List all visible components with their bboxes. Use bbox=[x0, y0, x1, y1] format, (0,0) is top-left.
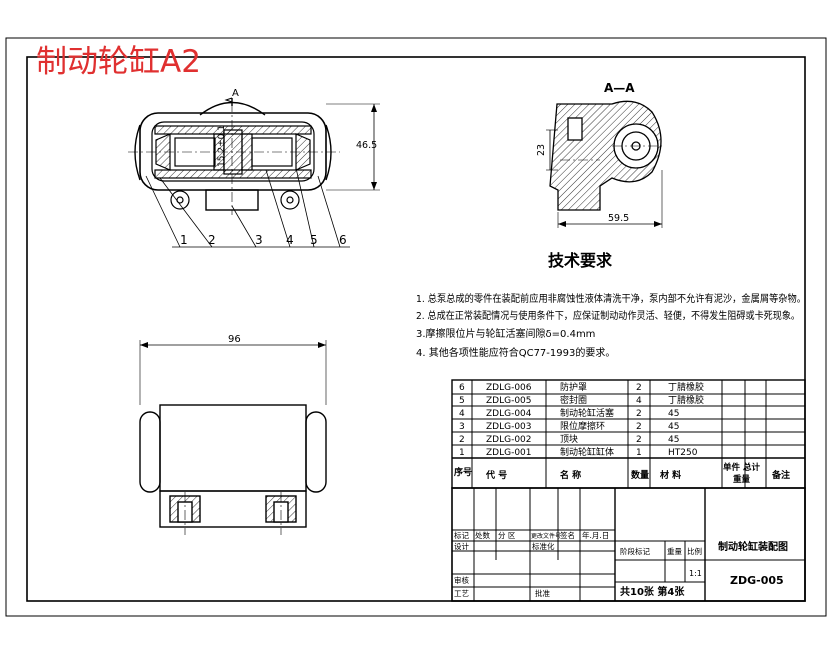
title-block-text: 标记 处数 分 区 更改文件号 签名 年.月.日 设计 标准化 审核 工艺 批准… bbox=[454, 530, 788, 598]
parts-cell-no: 2 bbox=[459, 435, 465, 445]
parts-cell-code: ZDLG-002 bbox=[486, 435, 532, 445]
tb-weight: 重量 bbox=[667, 547, 682, 556]
parts-cell-no: 1 bbox=[459, 448, 465, 458]
parts-cell-qty: 2 bbox=[636, 422, 642, 432]
hdr-material: 材 料 bbox=[659, 469, 681, 481]
tb-approve: 批准 bbox=[535, 588, 550, 598]
parts-cell-name: 防护罩 bbox=[560, 381, 587, 393]
hdr-code: 代 号 bbox=[485, 469, 507, 481]
dim-small: 15.2±0.1 bbox=[217, 125, 227, 167]
callout-2: 2 bbox=[208, 233, 216, 247]
tb-design: 设计 bbox=[454, 541, 469, 551]
parts-cell-no: 4 bbox=[459, 409, 465, 419]
parts-cell-qty: 4 bbox=[636, 396, 642, 406]
tech-item-1: 1. 总泵总成的零件在装配前应用非腐蚀性液体清洗干净，泵内部不允许有泥沙，金属屑… bbox=[416, 292, 806, 305]
callout-5: 5 bbox=[310, 233, 318, 247]
dim-96: 96 bbox=[228, 334, 241, 345]
parts-list bbox=[451, 379, 806, 489]
main-section-view: A bbox=[128, 88, 380, 248]
top-view bbox=[139, 340, 327, 535]
parts-cell-material: 丁腈橡胶 bbox=[668, 381, 704, 393]
tb-drawing-name: 制动轮缸装配图 bbox=[718, 540, 788, 553]
parts-cell-material: 45 bbox=[668, 409, 679, 419]
callout-3: 3 bbox=[255, 233, 263, 247]
tb-review: 审核 bbox=[454, 575, 469, 585]
parts-cell-qty: 1 bbox=[636, 448, 642, 458]
parts-cell-no: 3 bbox=[459, 422, 465, 432]
tb-label-date: 年.月.日 bbox=[582, 530, 609, 540]
hdr-weight2: 重量 bbox=[733, 474, 751, 485]
parts-cell-name: 制动轮缸缸体 bbox=[560, 446, 614, 458]
tb-sheets: 共10张 第4张 bbox=[620, 585, 685, 598]
parts-cell-code: ZDLG-005 bbox=[486, 396, 532, 406]
parts-cell-qty: 2 bbox=[636, 383, 642, 393]
dim-23: 23 bbox=[536, 144, 547, 156]
parts-cell-name: 制动轮缸活塞 bbox=[560, 407, 614, 419]
section-aa-view bbox=[546, 100, 663, 228]
inner-frame bbox=[26, 56, 806, 602]
hdr-remark: 备注 bbox=[771, 469, 790, 481]
tb-process: 工艺 bbox=[454, 589, 469, 598]
tb-label-mark: 标记 bbox=[454, 530, 469, 540]
title-block bbox=[451, 487, 806, 602]
callout-numbers: 1 2 3 4 5 6 bbox=[180, 233, 347, 247]
callout-4: 4 bbox=[286, 233, 294, 247]
tech-item-3: 3.摩擦限位片与轮缸活塞间隙δ=0.4mm bbox=[416, 327, 595, 340]
parts-cell-code: ZDLG-004 bbox=[486, 409, 532, 419]
dim-59-5: 59.5 bbox=[608, 213, 629, 224]
parts-cell-name: 限位摩擦环 bbox=[560, 420, 605, 432]
tech-heading: 技术要求 bbox=[548, 251, 613, 270]
parts-cell-code: ZDLG-006 bbox=[486, 383, 532, 393]
parts-cell-qty: 2 bbox=[636, 409, 642, 419]
tb-stage-mark: 阶段标记 bbox=[620, 546, 650, 556]
tb-scale: 1:1 bbox=[689, 569, 702, 578]
hdr-no: 序号 bbox=[454, 466, 472, 478]
parts-cell-no: 6 bbox=[459, 383, 465, 393]
parts-cell-code: ZDLG-001 bbox=[486, 448, 532, 458]
parts-cell-code: ZDLG-003 bbox=[486, 422, 532, 432]
tb-standardize: 标准化 bbox=[532, 541, 555, 551]
hdr-weight: 单件 总计 bbox=[723, 462, 760, 473]
tb-label-sign: 签名 bbox=[560, 530, 575, 540]
sheet-title: 制动轮缸A2 bbox=[36, 44, 201, 80]
parts-cell-material: 丁腈橡胶 bbox=[668, 394, 704, 406]
tech-item-2: 2. 总成在正常装配情况与使用条件下，应保证制动动作灵活、轻便，不得发生阻碍或卡… bbox=[416, 309, 800, 322]
section-mark-top: A bbox=[232, 88, 239, 99]
parts-cell-name: 顶块 bbox=[560, 433, 578, 445]
hdr-qty: 数量 bbox=[631, 469, 649, 481]
tb-label-count: 处数 bbox=[475, 530, 490, 540]
tb-label-change: 更改文件号 bbox=[531, 532, 561, 540]
view-label-aa: A—A bbox=[604, 81, 635, 95]
callout-1: 1 bbox=[180, 233, 188, 247]
parts-cell-name: 密封圈 bbox=[560, 394, 587, 406]
parts-cell-no: 5 bbox=[459, 396, 465, 406]
tb-label-zone: 分 区 bbox=[498, 531, 516, 540]
tech-item-4: 4. 其他各项性能应符合QC77-1993的要求。 bbox=[416, 346, 615, 359]
hdr-name: 名 称 bbox=[560, 469, 581, 481]
parts-header: 序号 代 号 名 称 数量 材 料 单件 总计 重量 备注 bbox=[454, 462, 790, 485]
tb-drawing-no: ZDG-005 bbox=[730, 574, 784, 587]
dim-46-5: 46.5 bbox=[356, 140, 377, 151]
tech-requirements: 技术要求 1. 总泵总成的零件在装配前应用非腐蚀性液体清洗干净，泵内部不允许有泥… bbox=[416, 251, 806, 359]
tb-scale-label: 比例 bbox=[687, 546, 702, 556]
parts-cell-material: HT250 bbox=[668, 448, 698, 458]
parts-cell-qty: 2 bbox=[636, 435, 642, 445]
callout-6: 6 bbox=[339, 233, 347, 247]
parts-cell-material: 45 bbox=[668, 435, 679, 445]
outer-frame bbox=[5, 37, 827, 617]
parts-cell-material: 45 bbox=[668, 422, 679, 432]
